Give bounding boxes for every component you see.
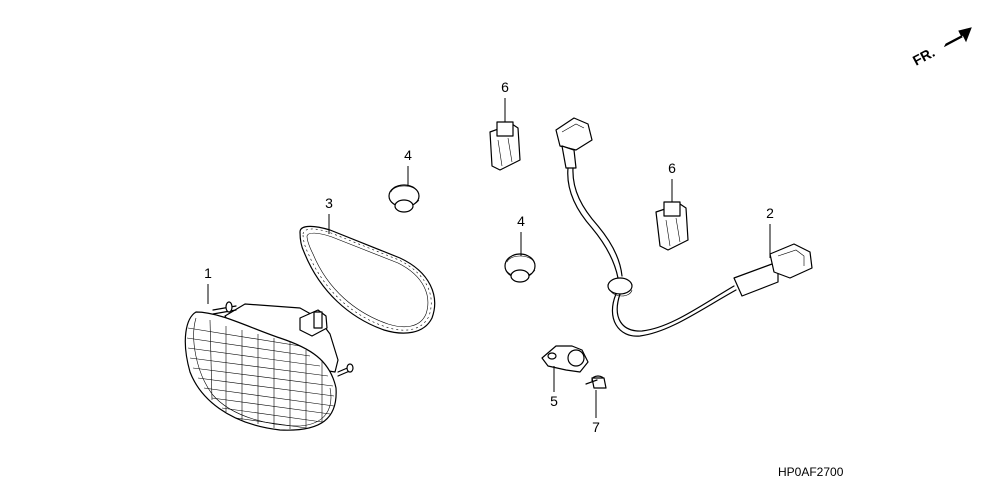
callout-number: 5 xyxy=(550,393,558,409)
callout-harness: 2 xyxy=(766,205,774,258)
callout-number: 4 xyxy=(404,147,412,163)
grommet-part-upper xyxy=(388,184,420,213)
wire-harness-part xyxy=(555,117,813,337)
callout-socket-upper: 6 xyxy=(501,79,509,122)
front-direction-label: FR. xyxy=(910,44,937,69)
front-arrow-icon xyxy=(943,27,972,48)
callout-number: 1 xyxy=(204,265,212,281)
front-direction-indicator: FR. xyxy=(910,27,972,69)
callout-number: 2 xyxy=(766,205,774,221)
callout-gasket: 3 xyxy=(325,195,333,234)
bulb-socket-part-upper xyxy=(489,121,521,171)
taillight-part xyxy=(184,301,354,431)
callout-number: 6 xyxy=(668,160,676,176)
callout-bolt: 7 xyxy=(592,390,600,435)
callout-clamp: 5 xyxy=(550,366,558,409)
callout-socket-right: 6 xyxy=(668,160,676,202)
cable-clamp-part xyxy=(541,345,589,373)
callout-taillight: 1 xyxy=(204,265,212,304)
callout-number: 4 xyxy=(517,213,525,229)
diagram-code: HP0AF2700 xyxy=(778,465,844,479)
callout-grommet-upper: 4 xyxy=(404,147,412,186)
bolt-part xyxy=(585,375,607,389)
callout-number: 3 xyxy=(325,195,333,211)
bulb-socket-part-right xyxy=(655,201,689,251)
callout-number: 6 xyxy=(501,79,509,95)
callout-number: 7 xyxy=(592,419,600,435)
lens-gasket-part xyxy=(299,225,436,334)
callout-grommet-lower: 4 xyxy=(517,213,525,256)
grommet-part-lower xyxy=(504,253,536,283)
